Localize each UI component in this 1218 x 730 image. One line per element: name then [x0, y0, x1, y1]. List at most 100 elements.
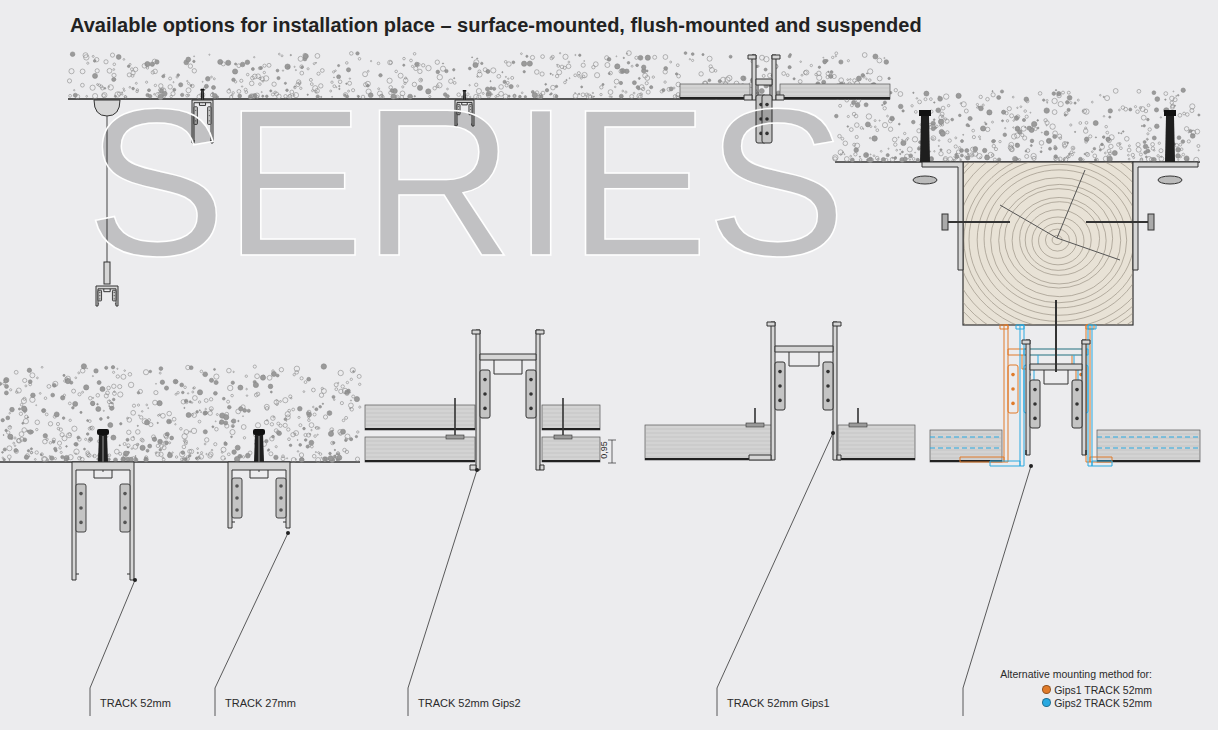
board — [542, 437, 600, 462]
aggregate-dot — [1107, 138, 1112, 143]
aggregate-dot — [924, 98, 927, 101]
aggregate-dot — [9, 459, 10, 460]
aggregate-dot — [78, 456, 82, 460]
aggregate-dot — [167, 453, 172, 458]
aggregate-dot — [1190, 109, 1194, 113]
aggregate-dot — [1091, 101, 1093, 103]
aggregate-dot — [123, 59, 125, 61]
aggregate-dot — [140, 438, 143, 441]
aggregate-dot — [350, 368, 355, 373]
aggregate-dot — [868, 157, 873, 162]
aggregate-dot — [228, 385, 233, 390]
aggregate-dot — [19, 412, 22, 415]
aggregate-dot — [1067, 95, 1072, 100]
aggregate-dot — [1122, 131, 1124, 133]
aggregate-dot — [971, 154, 973, 156]
aggregate-dot — [981, 126, 986, 131]
aggregate-dot — [956, 93, 961, 98]
aggregate-dot — [1144, 109, 1148, 113]
aggregate-dot — [1102, 136, 1105, 139]
aggregate-dot — [810, 64, 812, 66]
aggregate-dot — [175, 380, 178, 383]
aggregate-dot — [1131, 153, 1134, 156]
aggregate-dot — [413, 53, 416, 56]
aggregate-dot — [113, 392, 117, 396]
aggregate-dot — [182, 391, 185, 394]
aggregate-dot — [1109, 135, 1114, 140]
aggregate-dot — [1000, 90, 1003, 93]
aggregate-dot — [1043, 99, 1045, 101]
aggregate-dot — [231, 424, 234, 427]
aggregate-dot — [865, 122, 870, 127]
aggregate-dot — [965, 149, 969, 153]
aggregate-dot — [138, 444, 139, 445]
aggregate-dot — [162, 458, 165, 461]
aggregate-dot — [320, 69, 324, 73]
track-profile — [96, 286, 118, 306]
aggregate-dot — [1178, 113, 1182, 117]
aggregate-dot — [242, 456, 244, 458]
aggregate-dot — [823, 57, 824, 58]
aggregate-dot — [504, 61, 507, 64]
aggregate-dot — [1146, 157, 1151, 162]
aggregate-dot — [852, 112, 856, 116]
aggregate-dot — [312, 454, 316, 458]
aggregate-dot — [167, 419, 172, 424]
aggregate-dot — [951, 118, 954, 121]
aggregate-dot — [1046, 138, 1051, 143]
aggregate-dot — [172, 452, 173, 453]
board-hatch — [366, 453, 474, 454]
aggregate-dot — [62, 417, 65, 420]
aggregate-dot — [1040, 151, 1042, 153]
aggregate-dot — [788, 55, 791, 58]
aggregate-dot — [186, 57, 191, 62]
aggregate-dot — [182, 434, 187, 439]
aggregate-dot — [10, 389, 12, 391]
aggregate-dot — [1178, 159, 1179, 160]
aggregate-dot — [850, 158, 854, 162]
aggregate-dot — [274, 455, 278, 459]
aggregate-dot — [850, 155, 852, 157]
aggregate-dot — [1064, 112, 1068, 116]
aggregate-dot — [14, 449, 18, 453]
aggregate-dot — [415, 62, 419, 66]
aggregate-dot — [938, 96, 939, 97]
profile-wall — [476, 330, 480, 470]
aggregate-dot — [243, 409, 247, 413]
aggregate-dot — [24, 455, 28, 459]
aggregate-dot — [21, 406, 26, 411]
aggregate-dot — [341, 385, 344, 388]
aggregate-dot — [350, 378, 352, 380]
aggregate-dot — [1147, 139, 1148, 140]
aggregate-dot — [153, 69, 158, 74]
aggregate-dot — [1066, 156, 1069, 159]
aggregate-dot — [1022, 118, 1025, 121]
aggregate-dot — [175, 424, 176, 425]
aggregate-dot — [23, 397, 26, 400]
aggregate-dot — [874, 120, 876, 122]
aggregate-dot — [527, 61, 532, 66]
aggregate-dot — [523, 71, 525, 73]
aggregate-dot — [120, 423, 122, 425]
aggregate-dot — [918, 100, 922, 104]
aggregate-dot — [563, 54, 568, 59]
aggregate-dot — [204, 443, 206, 445]
board-face — [365, 428, 475, 430]
aggregate-dot — [222, 397, 225, 400]
aggregate-dot — [346, 381, 348, 383]
aggregate-dot — [946, 131, 949, 134]
aggregate-dot — [855, 135, 858, 138]
aggregate-dot — [138, 415, 139, 416]
aggregate-dot — [298, 406, 303, 411]
aggregate-dot — [354, 397, 359, 402]
aggregate-dot — [185, 401, 188, 404]
aggregate-dot — [4, 391, 8, 395]
aggregate-dot — [128, 382, 133, 387]
aggregate-dot — [80, 457, 82, 459]
aggregate-dot — [315, 427, 316, 428]
aggregate-dot — [122, 458, 125, 461]
aggregate-dot — [907, 147, 912, 152]
aggregate-dot — [103, 410, 104, 411]
aggregate-dot — [699, 72, 703, 76]
aggregate-dot — [675, 73, 677, 75]
